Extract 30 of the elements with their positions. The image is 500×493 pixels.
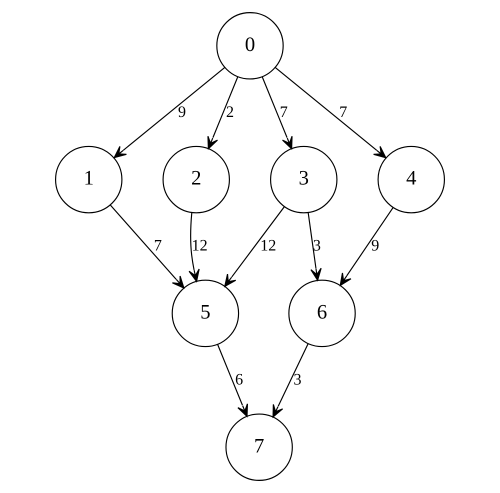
arrow bbox=[262, 76, 293, 150]
edge-label: 3 bbox=[312, 238, 321, 255]
arrow bbox=[274, 67, 386, 158]
node-circle: 1 bbox=[55, 146, 122, 214]
arrow bbox=[110, 204, 184, 289]
arrow bbox=[114, 67, 226, 158]
node-circle: 7 bbox=[225, 413, 293, 481]
node-circle: 3 bbox=[270, 146, 338, 214]
arrow bbox=[340, 207, 394, 286]
node-circle: 5 bbox=[172, 280, 240, 348]
node-circle: 4 bbox=[378, 146, 445, 214]
arrow bbox=[308, 212, 322, 281]
edge-label: 12 bbox=[192, 238, 208, 255]
node-circle: 6 bbox=[288, 280, 356, 348]
edge-label: 9 bbox=[178, 104, 186, 121]
node-circle: 0 bbox=[216, 12, 284, 80]
arrow bbox=[207, 76, 238, 150]
edge-label: 9 bbox=[371, 238, 380, 255]
arrow bbox=[272, 343, 309, 418]
arrow bbox=[188, 212, 200, 282]
edge-label: 12 bbox=[260, 238, 276, 255]
node-circle: 2 bbox=[162, 146, 230, 214]
edge-label: 7 bbox=[154, 238, 162, 255]
edge-label: 7 bbox=[280, 104, 288, 121]
edge-label: 2 bbox=[226, 104, 234, 121]
edge-label: 3 bbox=[293, 372, 302, 389]
arrow bbox=[217, 344, 248, 417]
arrow bbox=[224, 206, 285, 287]
edge-label: 6 bbox=[235, 372, 244, 389]
edge-label: 7 bbox=[339, 104, 348, 121]
